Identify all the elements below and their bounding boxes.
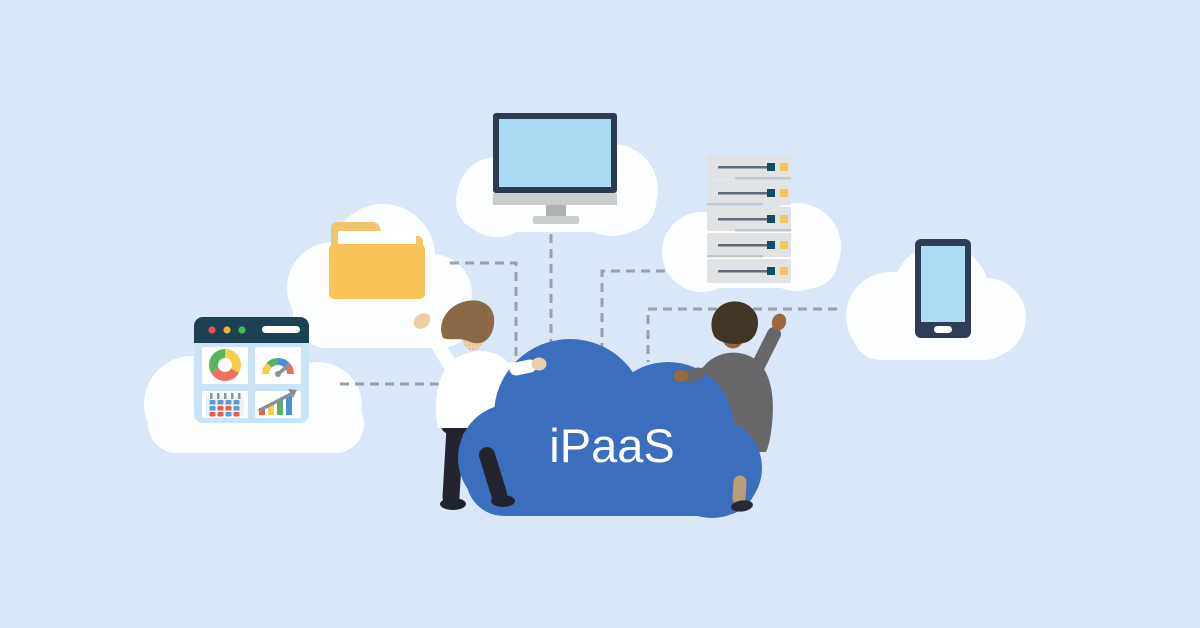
person-left-front-shoe [491,495,515,507]
line-server-to-hub [600,269,665,348]
traffic-dot-red [208,326,216,334]
phone-home-button [934,326,952,333]
monitor-icon [493,113,617,224]
person-right-hair [711,301,759,344]
traffic-dot-green [238,326,246,334]
phone-icon [915,239,971,338]
person-right-shoe [731,500,753,512]
server-leds-navy [767,163,775,275]
phone-screen [921,246,965,322]
person-left-front-leg-overlay [479,447,515,507]
person-left-hair [441,300,495,344]
donut-chart-widget [209,349,241,381]
calendar-widget [206,393,244,417]
server-slots [718,166,768,273]
bar-chart-widget [258,389,297,415]
person-left-raised-arm [422,323,460,377]
monitor-chin [493,193,617,205]
server-icon [707,155,791,283]
monitor-screen [499,119,611,187]
monitor-neck [546,205,566,216]
monitor-base [533,216,579,224]
server-leds-yellow [780,163,788,275]
person-right-raised-hand [771,313,787,331]
line-phone-to-hub [646,307,837,362]
person-left-raised-hand [413,313,431,329]
folder-paper [338,231,416,247]
ipaas-label: iPaaS [549,419,674,472]
dashboard-icon [194,317,309,423]
gauge-hub [275,371,281,377]
dashboard-header [194,317,309,343]
person-left-hand-on-cloud [509,357,547,376]
address-bar [262,326,300,333]
person-right-hand-on-cloud [673,367,705,383]
person-right-foot-overlay [731,475,753,512]
traffic-dot-yellow [223,326,231,334]
person-left-shoe [440,498,466,510]
line-folder-to-hub [450,261,518,400]
folder-front [329,244,425,299]
folder-icon [329,222,425,299]
connection-lines [340,234,837,400]
